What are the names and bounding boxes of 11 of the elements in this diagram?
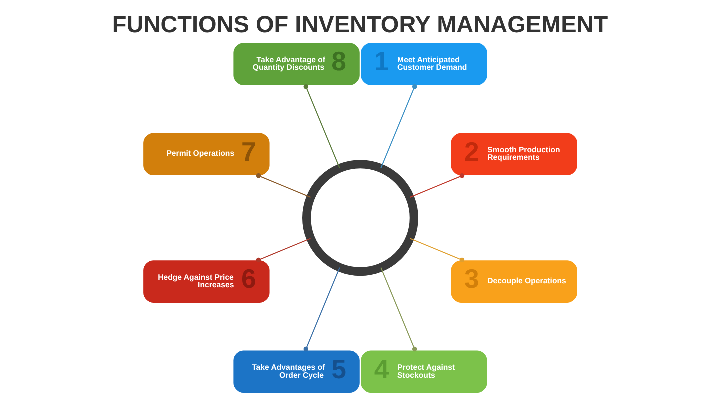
connector	[256, 174, 310, 198]
connector	[256, 238, 310, 263]
connector	[303, 268, 340, 352]
node-box: Permit Operations 7	[143, 133, 270, 176]
node-circle	[302, 160, 418, 276]
connector	[303, 84, 340, 169]
connector	[380, 268, 417, 352]
connector	[380, 84, 417, 169]
diagram-title: FUNCTIONS OF INVENTORY MANAGEMENT	[112, 12, 608, 38]
connector	[410, 174, 464, 198]
connector	[410, 238, 464, 263]
